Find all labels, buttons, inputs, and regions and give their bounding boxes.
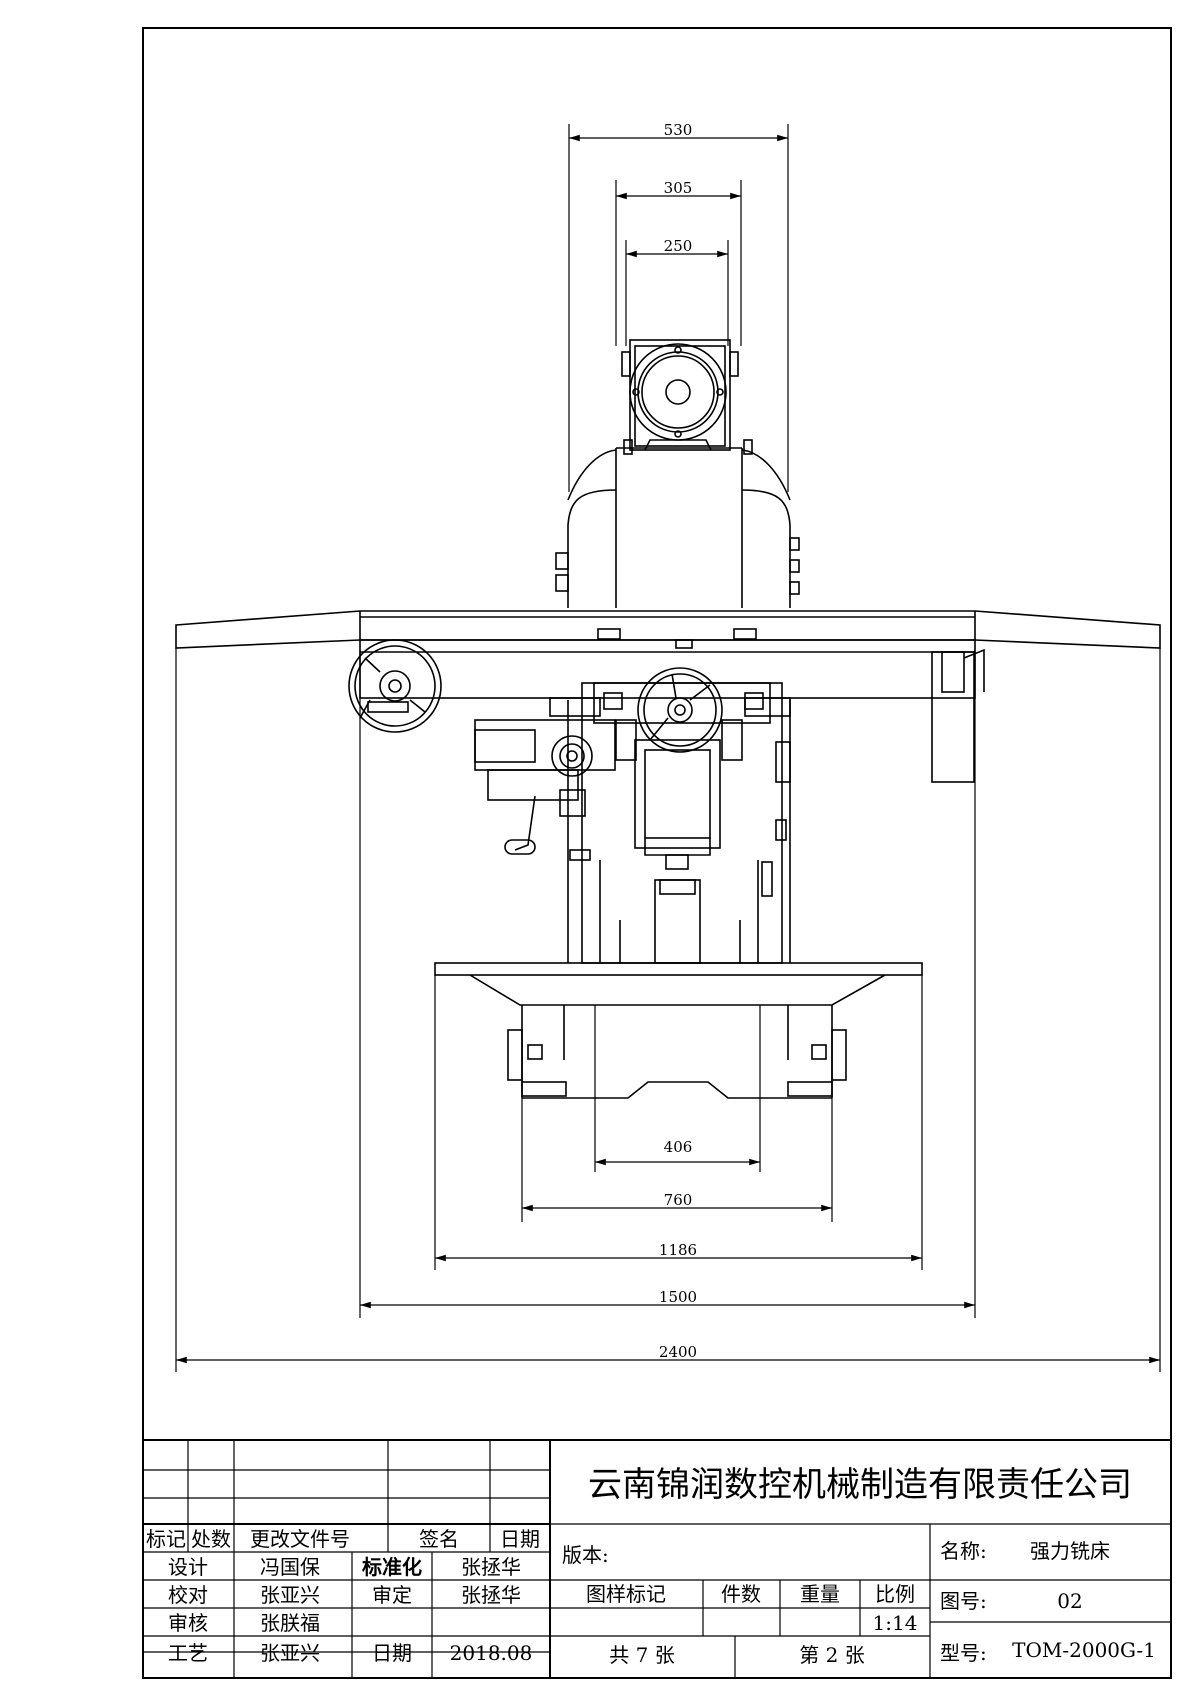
revision-doc-header: 更改文件号 xyxy=(250,1527,350,1551)
date-value: 2018.08 xyxy=(450,1641,533,1665)
process-label: 工艺 xyxy=(168,1641,208,1665)
standardization-label: 标准化 xyxy=(362,1555,422,1579)
standardization-name: 张拯华 xyxy=(461,1555,521,1579)
dim-1500: 1500 xyxy=(659,1288,697,1306)
dim-530: 530 xyxy=(664,121,693,139)
title-block-grid xyxy=(143,1439,1171,1678)
revision-sign-header: 签名 xyxy=(419,1527,459,1551)
name-value: 强力铣床 xyxy=(1030,1539,1110,1563)
dimension-lines xyxy=(176,134,1160,1364)
sheet-number: 第 2 张 xyxy=(799,1643,864,1667)
check-name: 张亚兴 xyxy=(260,1583,320,1607)
drawing-border xyxy=(142,27,1172,1679)
approve-name: 张拯华 xyxy=(461,1583,521,1607)
design-label: 设计 xyxy=(168,1555,208,1579)
weight-label: 重量 xyxy=(800,1582,840,1606)
scale-value: 1:14 xyxy=(873,1611,918,1635)
pattern-mark-label: 图样标记 xyxy=(586,1582,666,1606)
check-label: 校对 xyxy=(168,1583,208,1607)
dim-305: 305 xyxy=(664,179,693,197)
dim-406: 406 xyxy=(664,1138,693,1156)
extension-lines xyxy=(175,124,1161,1372)
pieces-label: 件数 xyxy=(721,1582,761,1606)
scale-label: 比例 xyxy=(875,1582,915,1606)
dim-760: 760 xyxy=(664,1191,693,1209)
version-label: 版本: xyxy=(562,1543,609,1567)
company-name: 云南锦润数控机械制造有限责任公司 xyxy=(588,1465,1132,1505)
date-label: 日期 xyxy=(372,1641,412,1665)
dim-250: 250 xyxy=(664,237,693,255)
name-label: 名称: xyxy=(940,1539,987,1563)
drawing-number-value: 02 xyxy=(1057,1589,1082,1613)
total-sheets: 共 7 张 xyxy=(609,1643,674,1667)
dim-2400: 2400 xyxy=(659,1343,697,1361)
drawing-number-label: 图号: xyxy=(940,1589,987,1613)
revision-date-header: 日期 xyxy=(500,1527,540,1551)
design-name: 冯国保 xyxy=(260,1555,320,1579)
model-value: TOM-2000G-1 xyxy=(1012,1638,1156,1662)
review-name: 张朕福 xyxy=(260,1611,320,1635)
revision-count-header: 处数 xyxy=(191,1527,231,1551)
milling-machine-front-view xyxy=(175,339,1161,1099)
revision-mark-header: 标记 xyxy=(146,1527,186,1551)
approve-label: 审定 xyxy=(372,1583,412,1607)
review-label: 审核 xyxy=(168,1611,208,1635)
model-label: 型号: xyxy=(940,1641,987,1665)
process-name: 张亚兴 xyxy=(260,1641,320,1665)
dim-1186: 1186 xyxy=(659,1241,697,1259)
